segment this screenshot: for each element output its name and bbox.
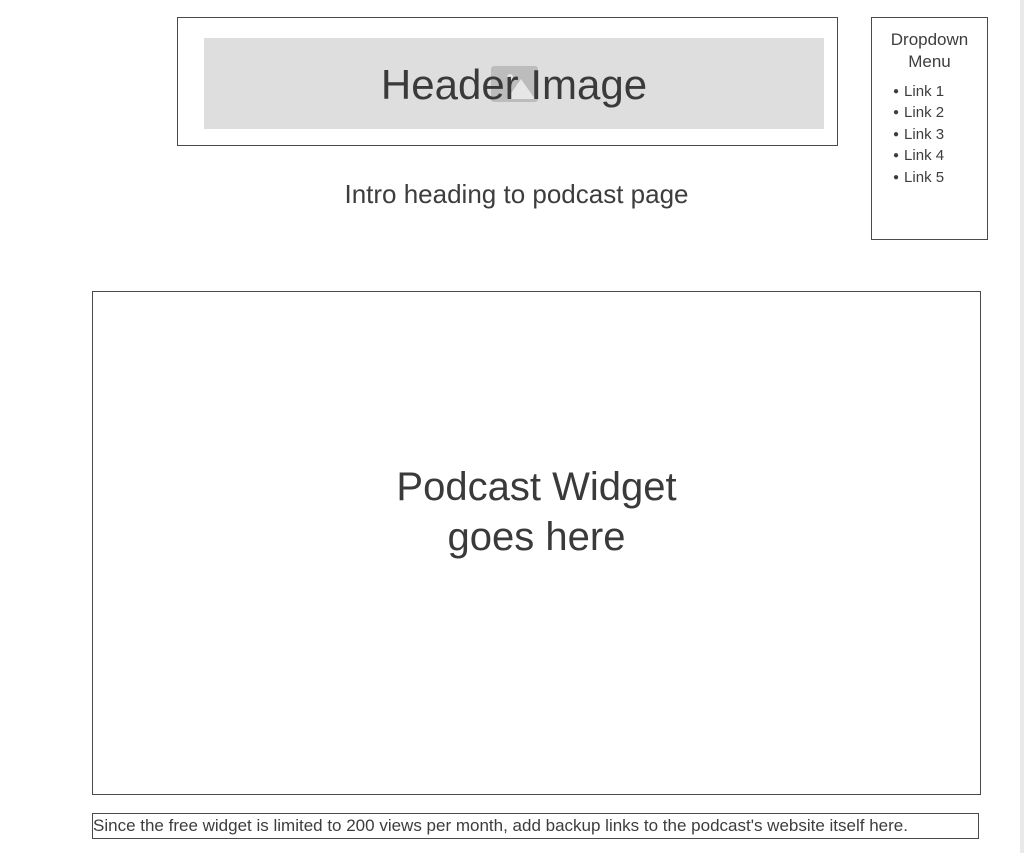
widget-label-line1: Podcast Widget: [396, 465, 677, 509]
header-frame: Header Image: [177, 17, 838, 146]
dropdown-link-1[interactable]: Link 1: [893, 82, 944, 103]
dropdown-link-list: Link 1 Link 2 Link 3 Link 4 Link 5: [893, 82, 944, 189]
widget-label-line2: goes here: [447, 515, 626, 559]
dropdown-link-2[interactable]: Link 2: [893, 103, 944, 124]
dropdown-menu[interactable]: Dropdown Menu Link 1 Link 2 Link 3 Link …: [871, 17, 988, 240]
page-edge-divider: [1020, 0, 1024, 853]
dropdown-link-5[interactable]: Link 5: [893, 168, 944, 189]
backup-links-note: Since the free widget is limited to 200 …: [92, 813, 979, 839]
dropdown-title-line2: Menu: [908, 52, 951, 71]
podcast-widget-label: Podcast Widget goes here: [93, 462, 980, 562]
header-image-label: Header Image: [380, 61, 648, 108]
header-image-placeholder: Header Image: [204, 38, 824, 129]
dropdown-link-3[interactable]: Link 3: [893, 125, 944, 146]
podcast-widget-placeholder[interactable]: Podcast Widget goes here: [92, 291, 981, 795]
dropdown-menu-title[interactable]: Dropdown Menu: [872, 29, 987, 73]
dropdown-link-4[interactable]: Link 4: [893, 146, 944, 167]
intro-heading: Intro heading to podcast page: [344, 179, 689, 209]
dropdown-title-line1: Dropdown: [890, 30, 969, 49]
image-placeholder-icon: [491, 66, 538, 102]
